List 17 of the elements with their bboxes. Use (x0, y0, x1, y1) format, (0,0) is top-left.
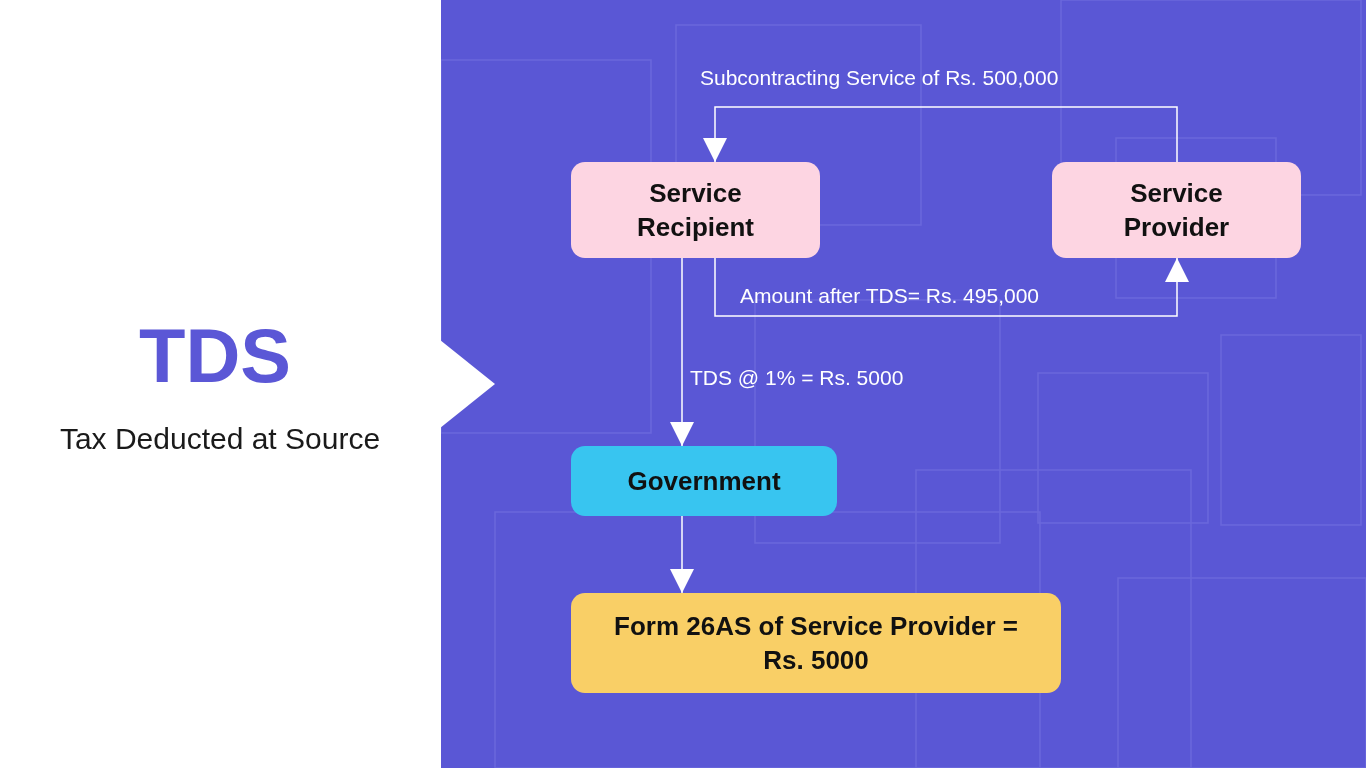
title: TDS (138, 318, 292, 394)
arrow (670, 257, 694, 447)
node-text: Form 26AS of Service Provider = Rs. 5000 (613, 610, 1019, 677)
process-box (571, 593, 1061, 693)
subtitle: Tax Deducted at Source (58, 421, 382, 457)
edge-label: TDS @ 1% = Rs. 5000 (690, 365, 904, 391)
edge-label: Amount after TDS= Rs. 495,000 (740, 283, 1040, 309)
process-box (571, 162, 820, 258)
process-box (571, 446, 837, 516)
process-box (1052, 162, 1301, 258)
node-text: Service Provider (1122, 177, 1231, 244)
arrow (670, 515, 694, 594)
edge-label: Subcontracting Service of Rs. 500,000 (700, 65, 1059, 91)
arrow (703, 106, 1178, 163)
node-text: Government (627, 465, 781, 498)
node-text: Service Recipient (636, 177, 755, 244)
arrow (714, 257, 1189, 317)
